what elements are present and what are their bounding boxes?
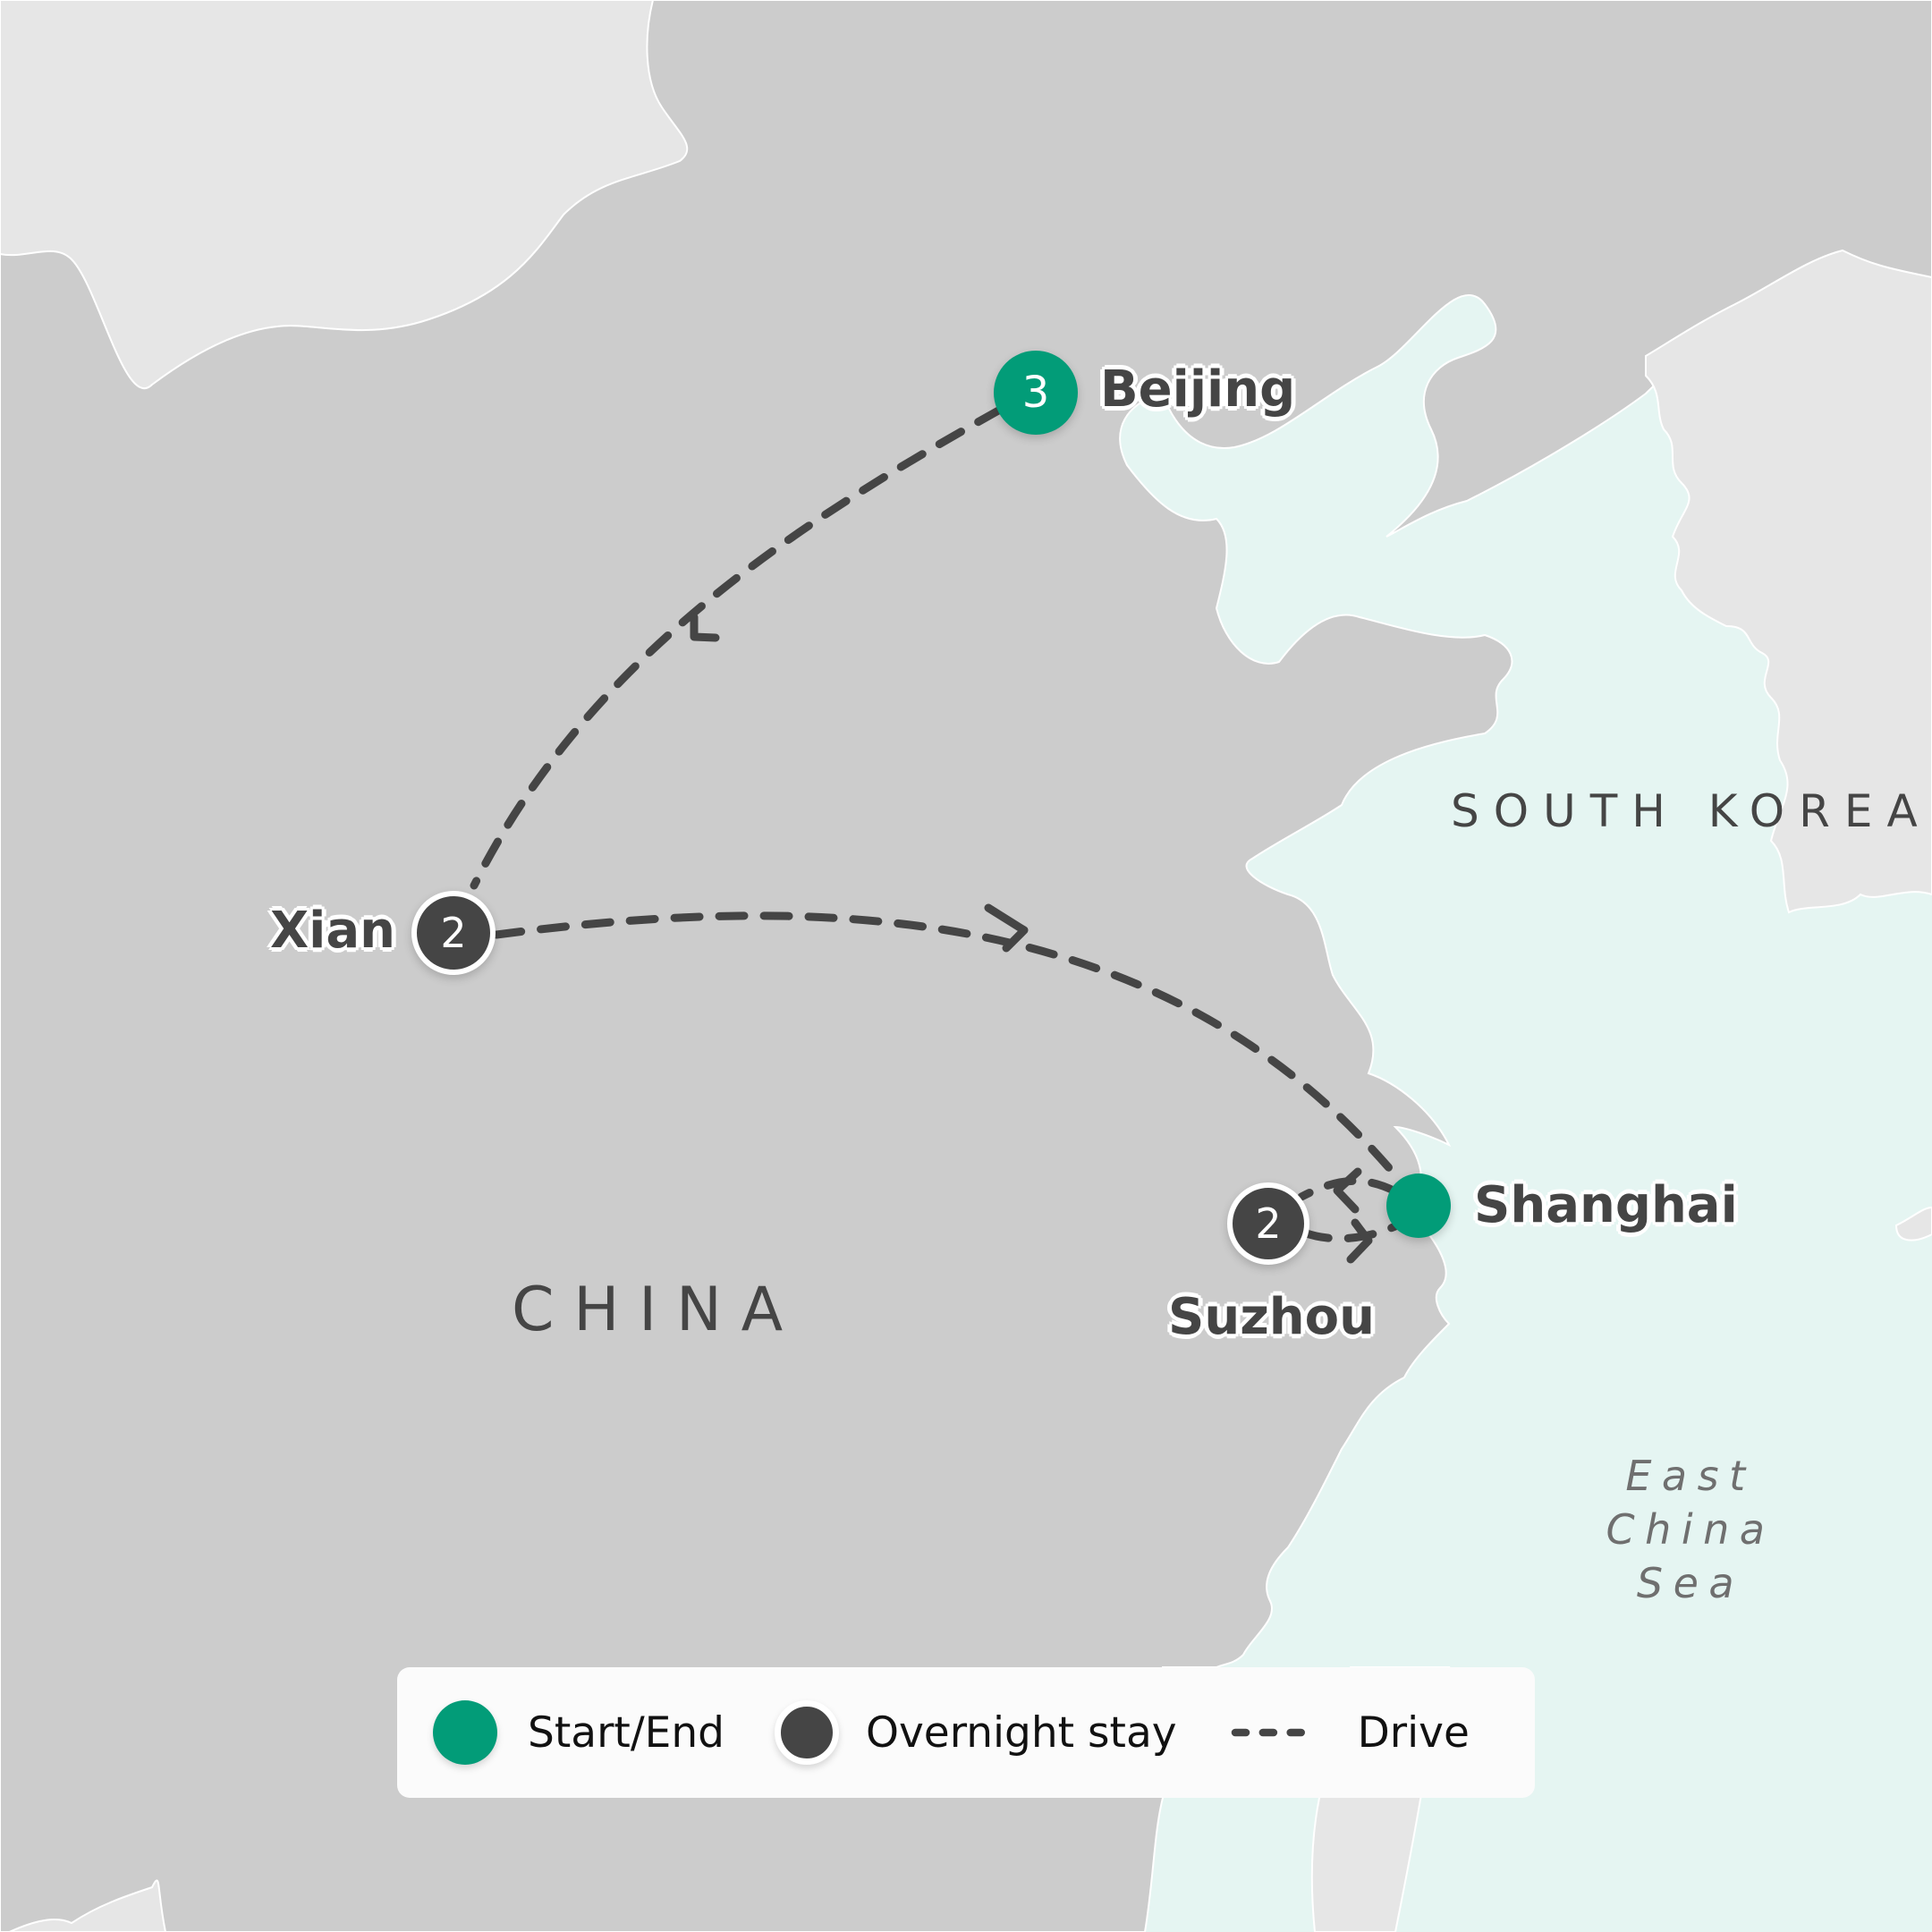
legend-item-start-end: Start/End: [433, 1700, 724, 1765]
sea-label-east-china-sea: East China Sea: [1606, 1452, 1775, 1607]
xian-nights: 2: [440, 909, 467, 957]
arrow-icon: [984, 903, 1029, 953]
japan-landmass: [1894, 1206, 1932, 1241]
mongolia-landmass: [0, 0, 689, 389]
city-label-shanghai: Shanghai: [1474, 1176, 1738, 1234]
beijing-marker[interactable]: 3: [994, 351, 1078, 435]
city-label-suzhou: Suzhou: [1168, 1288, 1375, 1346]
overnight-dot-icon: [774, 1700, 839, 1765]
arrow-icon: [1346, 1218, 1373, 1264]
legend-item-drive: Drive: [1224, 1708, 1470, 1758]
route-xian-shanghai: [492, 911, 1404, 1185]
city-label-xian: Xian: [270, 902, 396, 960]
arrow-icon: [1333, 1167, 1362, 1214]
country-label-china: CHINA: [512, 1275, 802, 1345]
route-beijing-xian: [470, 405, 1004, 890]
start-end-dot-icon: [433, 1700, 497, 1765]
beijing-nights: 3: [1021, 368, 1050, 418]
xian-marker[interactable]: 2: [411, 891, 496, 975]
suzhou-marker[interactable]: 2: [1227, 1182, 1309, 1265]
legend-label-start-end: Start/End: [528, 1707, 724, 1758]
legend-label-overnight: Overnight stay: [865, 1707, 1177, 1758]
suzhou-nights: 2: [1255, 1199, 1282, 1248]
southeast-asia-landmass: [0, 1879, 167, 1932]
legend-label-drive: Drive: [1357, 1707, 1470, 1758]
route-suzhou-shanghai: [1300, 1221, 1402, 1243]
korea-landmass: [1645, 249, 1932, 914]
arrow-icon: [690, 613, 720, 642]
dashed-line-icon: [1231, 1728, 1314, 1737]
country-label-south-korea: SOUTH KOREA: [1451, 785, 1932, 837]
map-legend: Start/End Overnight stay Drive: [397, 1667, 1535, 1798]
shanghai-marker[interactable]: [1386, 1174, 1451, 1238]
legend-item-overnight: Overnight stay: [774, 1700, 1177, 1765]
city-label-beijing: Beijing: [1100, 360, 1296, 419]
